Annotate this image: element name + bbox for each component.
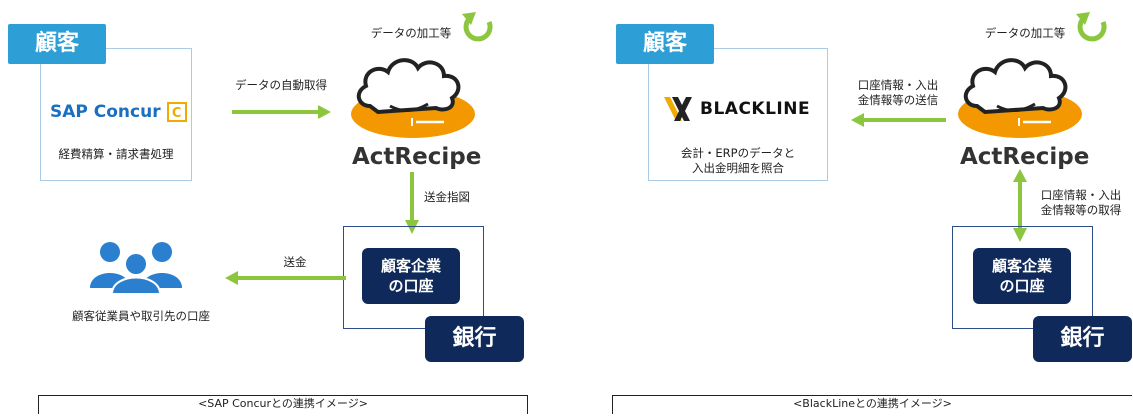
customer-tag: 顧客 (8, 24, 106, 64)
blackline-desc-line2: 入出金明細を照合 (692, 161, 784, 175)
sap-concur-logo: SAP Concur C (50, 100, 190, 124)
customer-account: 顧客企業 の口座 (362, 248, 460, 304)
account-line1: 顧客企業 (380, 257, 441, 275)
actrecipe-cloud-icon (351, 58, 475, 138)
account-line2-right: の口座 (999, 277, 1045, 295)
people-label: 顧客従業員や取引先の口座 (72, 309, 210, 323)
bank-tag: 銀行 (425, 316, 524, 362)
actrecipe-cloud-icon-right (958, 58, 1082, 138)
actrecipe-brand-right: ActRecipe (960, 144, 1090, 170)
blackline-mark-icon (664, 97, 692, 121)
sap-logo-mark: C (166, 102, 187, 122)
caption-blackline: <BlackLineとの連携イメージ> (612, 395, 1132, 414)
caption-sap: <SAP Concurとの連携イメージ> (38, 395, 528, 414)
bidirectional-arrow (1013, 169, 1027, 242)
customer-account-right: 顧客企業 の口座 (973, 248, 1071, 304)
bank-tag-right: 銀行 (1033, 316, 1132, 362)
process-label-right: データの加工等 (984, 26, 1066, 40)
account-line1-right: 顧客企業 (991, 257, 1052, 275)
sap-description: 経費精算・請求書処理 (58, 147, 174, 161)
customer-tag-right: 顧客 (616, 24, 714, 64)
actrecipe-brand: ActRecipe (352, 144, 482, 170)
process-label: データの加工等 (370, 26, 452, 40)
bank-frame-right (952, 226, 1093, 329)
blackline-logo: BLACKLINE (664, 96, 824, 122)
get-label: 口座情報・入出 金情報等の取得 (1034, 188, 1128, 218)
instruction-arrow (405, 172, 419, 234)
refresh-icon (462, 12, 493, 42)
account-line2: の口座 (388, 277, 434, 295)
sap-logo-text: SAP Concur (50, 102, 161, 122)
people-icon (90, 242, 182, 295)
send-label: 口座情報・入出 金情報等の送信 (850, 78, 946, 108)
fetch-arrow (232, 105, 331, 119)
fetch-label: データの自動取得 (235, 78, 327, 92)
get-line2: 金情報等の取得 (1040, 203, 1122, 217)
send-line2: 金情報等の送信 (857, 93, 939, 107)
instruction-label: 送金指図 (424, 190, 470, 204)
blackline-description: 会計・ERPのデータと 入出金明細を照合 (650, 146, 826, 176)
send-line1: 口座情報・入出 (857, 78, 939, 92)
send-arrow (851, 113, 946, 127)
get-line1: 口座情報・入出 (1040, 188, 1122, 202)
remit-label: 送金 (283, 255, 307, 269)
blackline-logo-text: BLACKLINE (700, 99, 811, 119)
blackline-desc-line1: 会計・ERPのデータと (680, 146, 796, 160)
remit-arrow (225, 271, 346, 285)
refresh-icon-right (1076, 12, 1107, 42)
